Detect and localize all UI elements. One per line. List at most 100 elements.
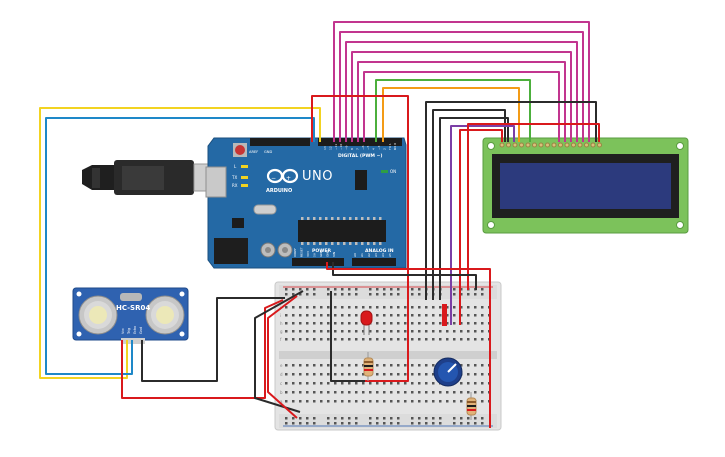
rail-hole — [292, 288, 295, 291]
rail-hole — [453, 422, 456, 425]
breadboard-hole — [418, 314, 421, 317]
breadboard-hole — [341, 400, 344, 403]
breadboard-hole — [369, 306, 372, 309]
arduino-brand-label: ARDUINO — [266, 188, 292, 194]
breadboard-hole — [432, 391, 435, 394]
wire-purple — [450, 125, 515, 325]
breadboard-hole — [425, 373, 428, 376]
breadboard-hole — [292, 338, 295, 341]
breadboard-hole — [390, 364, 393, 367]
rail-hole — [460, 288, 463, 291]
breadboard-hole — [292, 364, 295, 367]
breadboard-hole — [474, 306, 477, 309]
rail-hole — [285, 293, 288, 296]
breadboard-hole — [327, 314, 330, 317]
breadboard-hole — [306, 314, 309, 317]
rail-hole — [292, 417, 295, 420]
rail-hole — [341, 417, 344, 420]
rail-hole — [348, 417, 351, 420]
breadboard-hole — [425, 322, 428, 325]
lcd-pin — [519, 142, 524, 148]
chip-pin — [307, 217, 310, 220]
breadboard-hole — [411, 364, 414, 367]
breadboard-hole — [327, 400, 330, 403]
breadboard-hole — [362, 391, 365, 394]
breadboard-hole — [474, 338, 477, 341]
breadboard-hole — [376, 391, 379, 394]
lcd-pin — [577, 142, 583, 148]
breadboard-hole — [425, 391, 428, 394]
rail-hole — [432, 422, 435, 425]
lcd-pin — [564, 142, 570, 148]
rail-hole — [418, 288, 421, 291]
breadboard-hole — [411, 322, 414, 325]
chip-pin — [343, 242, 346, 245]
breadboard-row-label: c — [280, 381, 282, 386]
usb-cable — [82, 160, 225, 195]
breadboard-hole — [348, 330, 351, 333]
rail-hole — [411, 422, 414, 425]
digital-pin-label: 2 — [382, 148, 386, 150]
wire-red-sensor — [121, 299, 284, 399]
breadboard-hole — [418, 338, 421, 341]
breadboard-hole — [390, 330, 393, 333]
digital-pin-label: 13 — [323, 146, 327, 150]
wire-magenta-6 — [363, 71, 560, 142]
rail-hole — [292, 422, 295, 425]
rail-hole — [355, 422, 358, 425]
breadboard-hole — [355, 338, 358, 341]
wire-black-sensor — [141, 297, 285, 382]
chip-pin — [349, 242, 352, 245]
rail-hole — [299, 417, 302, 420]
breadboard-hole — [285, 330, 288, 333]
power-pin-label: VIN — [332, 252, 336, 257]
breadboard-hole — [348, 364, 351, 367]
breadboard-hole — [481, 391, 484, 394]
breadboard-hole — [285, 400, 288, 403]
chip-pin — [331, 217, 334, 220]
breadboard-row-label: b — [280, 390, 283, 395]
breadboard-hole — [341, 314, 344, 317]
breadboard-hole — [341, 322, 344, 325]
sensor-pin-label: Gnd — [139, 327, 143, 334]
breadboard-hole — [369, 400, 372, 403]
breadboard-hole — [341, 391, 344, 394]
rail-hole — [327, 293, 330, 296]
rail-hole — [341, 288, 344, 291]
breadboard-hole — [306, 306, 309, 309]
breadboard-hole — [383, 338, 386, 341]
breadboard-hole — [313, 314, 316, 317]
breadboard-hole — [460, 400, 463, 403]
breadboard-hole — [285, 306, 288, 309]
breadboard-hole — [397, 382, 400, 385]
breadboard-hole — [285, 322, 288, 325]
rail-hole — [383, 288, 386, 291]
breadboard-hole — [362, 382, 365, 385]
arduino-logo: − + — [266, 168, 299, 184]
breadboard-hole — [341, 382, 344, 385]
breadboard-hole — [460, 322, 463, 325]
breadboard-hole — [425, 306, 428, 309]
rail-hole — [411, 288, 414, 291]
breadboard-hole — [285, 382, 288, 385]
breadboard-hole — [481, 400, 484, 403]
breadboard-hole — [411, 330, 414, 333]
rail-hole — [397, 293, 400, 296]
wire-yellow — [39, 107, 321, 379]
lcd-pin — [525, 142, 531, 148]
breadboard-hole — [404, 314, 407, 317]
breadboard-hole — [481, 364, 484, 367]
breadboard-hole — [341, 338, 344, 341]
lcd-pin — [551, 142, 557, 148]
rail-hole — [313, 417, 316, 420]
breadboard-row-label: a — [280, 399, 283, 404]
breadboard-hole — [369, 330, 372, 333]
breadboard-hole — [348, 338, 351, 341]
breadboard-hole — [390, 400, 393, 403]
breadboard-hole — [467, 391, 470, 394]
breadboard-hole — [355, 400, 358, 403]
breadboard-hole — [362, 364, 365, 367]
